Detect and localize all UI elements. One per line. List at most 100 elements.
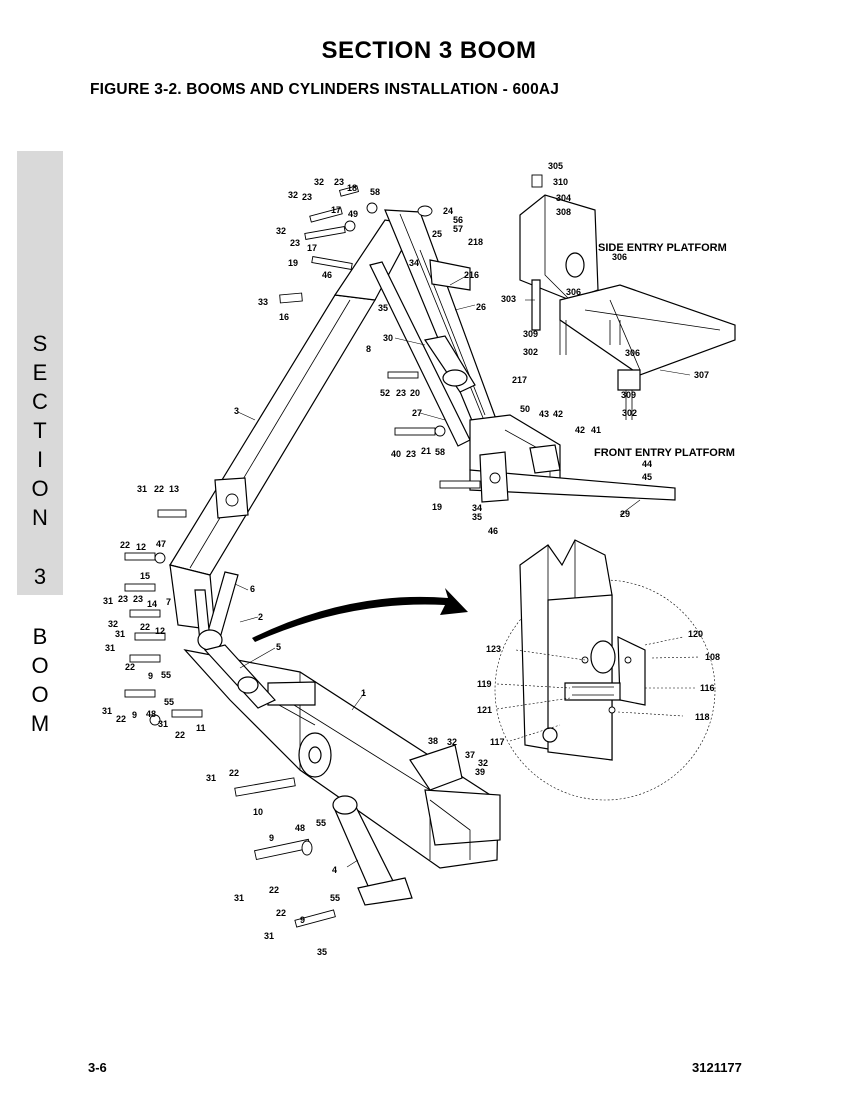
callout-label: 118 (695, 712, 710, 722)
side-tab-letter: 3 (33, 564, 47, 589)
callout-label: 121 (477, 705, 492, 715)
callout-label: 58 (435, 447, 445, 457)
callout-label: 21 (421, 446, 431, 456)
callout-label: 31 (102, 706, 112, 716)
callout-label: 29 (620, 509, 630, 519)
leader-lines (234, 274, 691, 868)
callout-label: 55 (316, 818, 326, 828)
callout-label: 306 (612, 252, 627, 262)
callout-label: 46 (488, 526, 498, 536)
callout-label: 3 (234, 406, 239, 416)
master-cylinder (332, 795, 413, 906)
callout-label: 31 (137, 484, 147, 494)
section-title: SECTION 3 BOOM (321, 37, 537, 64)
callout-label: 47 (156, 539, 166, 549)
callout-label: 31 (206, 773, 216, 783)
callout-label: 38 (428, 736, 438, 746)
callout-label: 9 (148, 671, 153, 681)
side-tab-letter: T (33, 418, 47, 443)
callout-label: 35 (378, 303, 388, 313)
section-side-tab: S E C T I O N 3 B O O M (17, 151, 63, 736)
callout-label: 35 (317, 947, 327, 957)
callout-label: 32 (447, 737, 457, 747)
callout-label: 31 (158, 719, 168, 729)
callout-label: 42 (553, 409, 563, 419)
callout-label: 217 (512, 375, 527, 385)
callout-label: 34 (472, 503, 482, 513)
callout-label: 22 (269, 885, 279, 895)
callout-label: 26 (476, 302, 486, 312)
callout-label: 9 (269, 833, 274, 843)
callout-label: 218 (468, 237, 483, 247)
side-tab-letter: O (31, 682, 49, 707)
caption-front-entry: FRONT ENTRY PLATFORM (594, 447, 735, 459)
callout-label: 23 (334, 177, 344, 187)
callout-label: 23 (290, 238, 300, 248)
callout-label: 31 (234, 893, 244, 903)
callout-label: 23 (133, 594, 143, 604)
callout-label: 1 (361, 688, 366, 698)
callout-label: 43 (539, 409, 549, 419)
callout-label: 52 (380, 388, 390, 398)
callout-label: 6 (250, 584, 255, 594)
callout-label: 27 (412, 408, 422, 418)
callout-label: 12 (155, 626, 165, 636)
callout-label: 309 (621, 390, 636, 400)
figure-title: FIGURE 3-2. BOOMS AND CYLINDERS INSTALLA… (90, 81, 560, 98)
callout-label: 5 (276, 642, 281, 652)
side-entry-platform (519, 174, 736, 420)
callout-label: 123 (486, 644, 501, 654)
callout-label: 48 (146, 709, 156, 719)
callout-label: 32 (276, 226, 286, 236)
callout-label: 55 (164, 697, 174, 707)
callout-label: 41 (591, 425, 601, 435)
callout-label: 17 (307, 243, 317, 253)
callout-label: 12 (136, 542, 146, 552)
page-number: 3-6 (88, 1060, 107, 1075)
callout-label: 304 (556, 193, 571, 203)
callout-label: 22 (175, 730, 185, 740)
callout-label: 22 (140, 622, 150, 632)
side-tab-letter: E (32, 360, 48, 385)
callout-label: 19 (432, 502, 442, 512)
telescope-cylinder (203, 644, 276, 709)
callout-label: 32 (108, 619, 118, 629)
callout-label: 23 (118, 594, 128, 604)
callout-label: 22 (154, 484, 164, 494)
callout-label: 30 (383, 333, 393, 343)
side-tab-letter: O (31, 476, 49, 501)
pins (124, 185, 481, 928)
callout-label: 37 (465, 750, 475, 760)
callout-label: 306 (566, 287, 581, 297)
jib-rotator (469, 414, 676, 503)
callout-label: 40 (391, 449, 401, 459)
callout-label: 23 (406, 449, 416, 459)
side-tab-letter: M (30, 711, 50, 736)
callout-label: 7 (166, 597, 171, 607)
callout-label: 120 (688, 629, 703, 639)
callout-label: 42 (575, 425, 585, 435)
callout-labels: 32 23 18 58 32 23 17 49 24 56 57 32 23 1… (102, 161, 720, 957)
callout-label: 302 (523, 347, 538, 357)
callout-label: 49 (348, 209, 358, 219)
callout-label: 57 (453, 224, 463, 234)
callout-label: 31 (105, 643, 115, 653)
callout-label: 25 (432, 229, 442, 239)
upper-cylinder (369, 261, 476, 447)
callout-label: 19 (288, 258, 298, 268)
callout-label: 307 (694, 370, 709, 380)
callout-label: 50 (520, 404, 530, 414)
callout-label: 4 (332, 865, 337, 875)
callout-label: 58 (370, 187, 380, 197)
callout-label: 9 (300, 915, 305, 925)
callout-label: 18 (347, 183, 357, 193)
callout-label: 55 (161, 670, 171, 680)
side-tab-letter: I (36, 447, 44, 472)
callout-label: 116 (700, 683, 715, 693)
callout-label: 216 (464, 270, 479, 280)
callout-label: 45 (642, 472, 652, 482)
callout-label: 9 (132, 710, 137, 720)
caption-side-entry: SIDE ENTRY PLATFORM (598, 242, 727, 254)
callout-label: 22 (120, 540, 130, 550)
callout-label: 20 (410, 388, 420, 398)
